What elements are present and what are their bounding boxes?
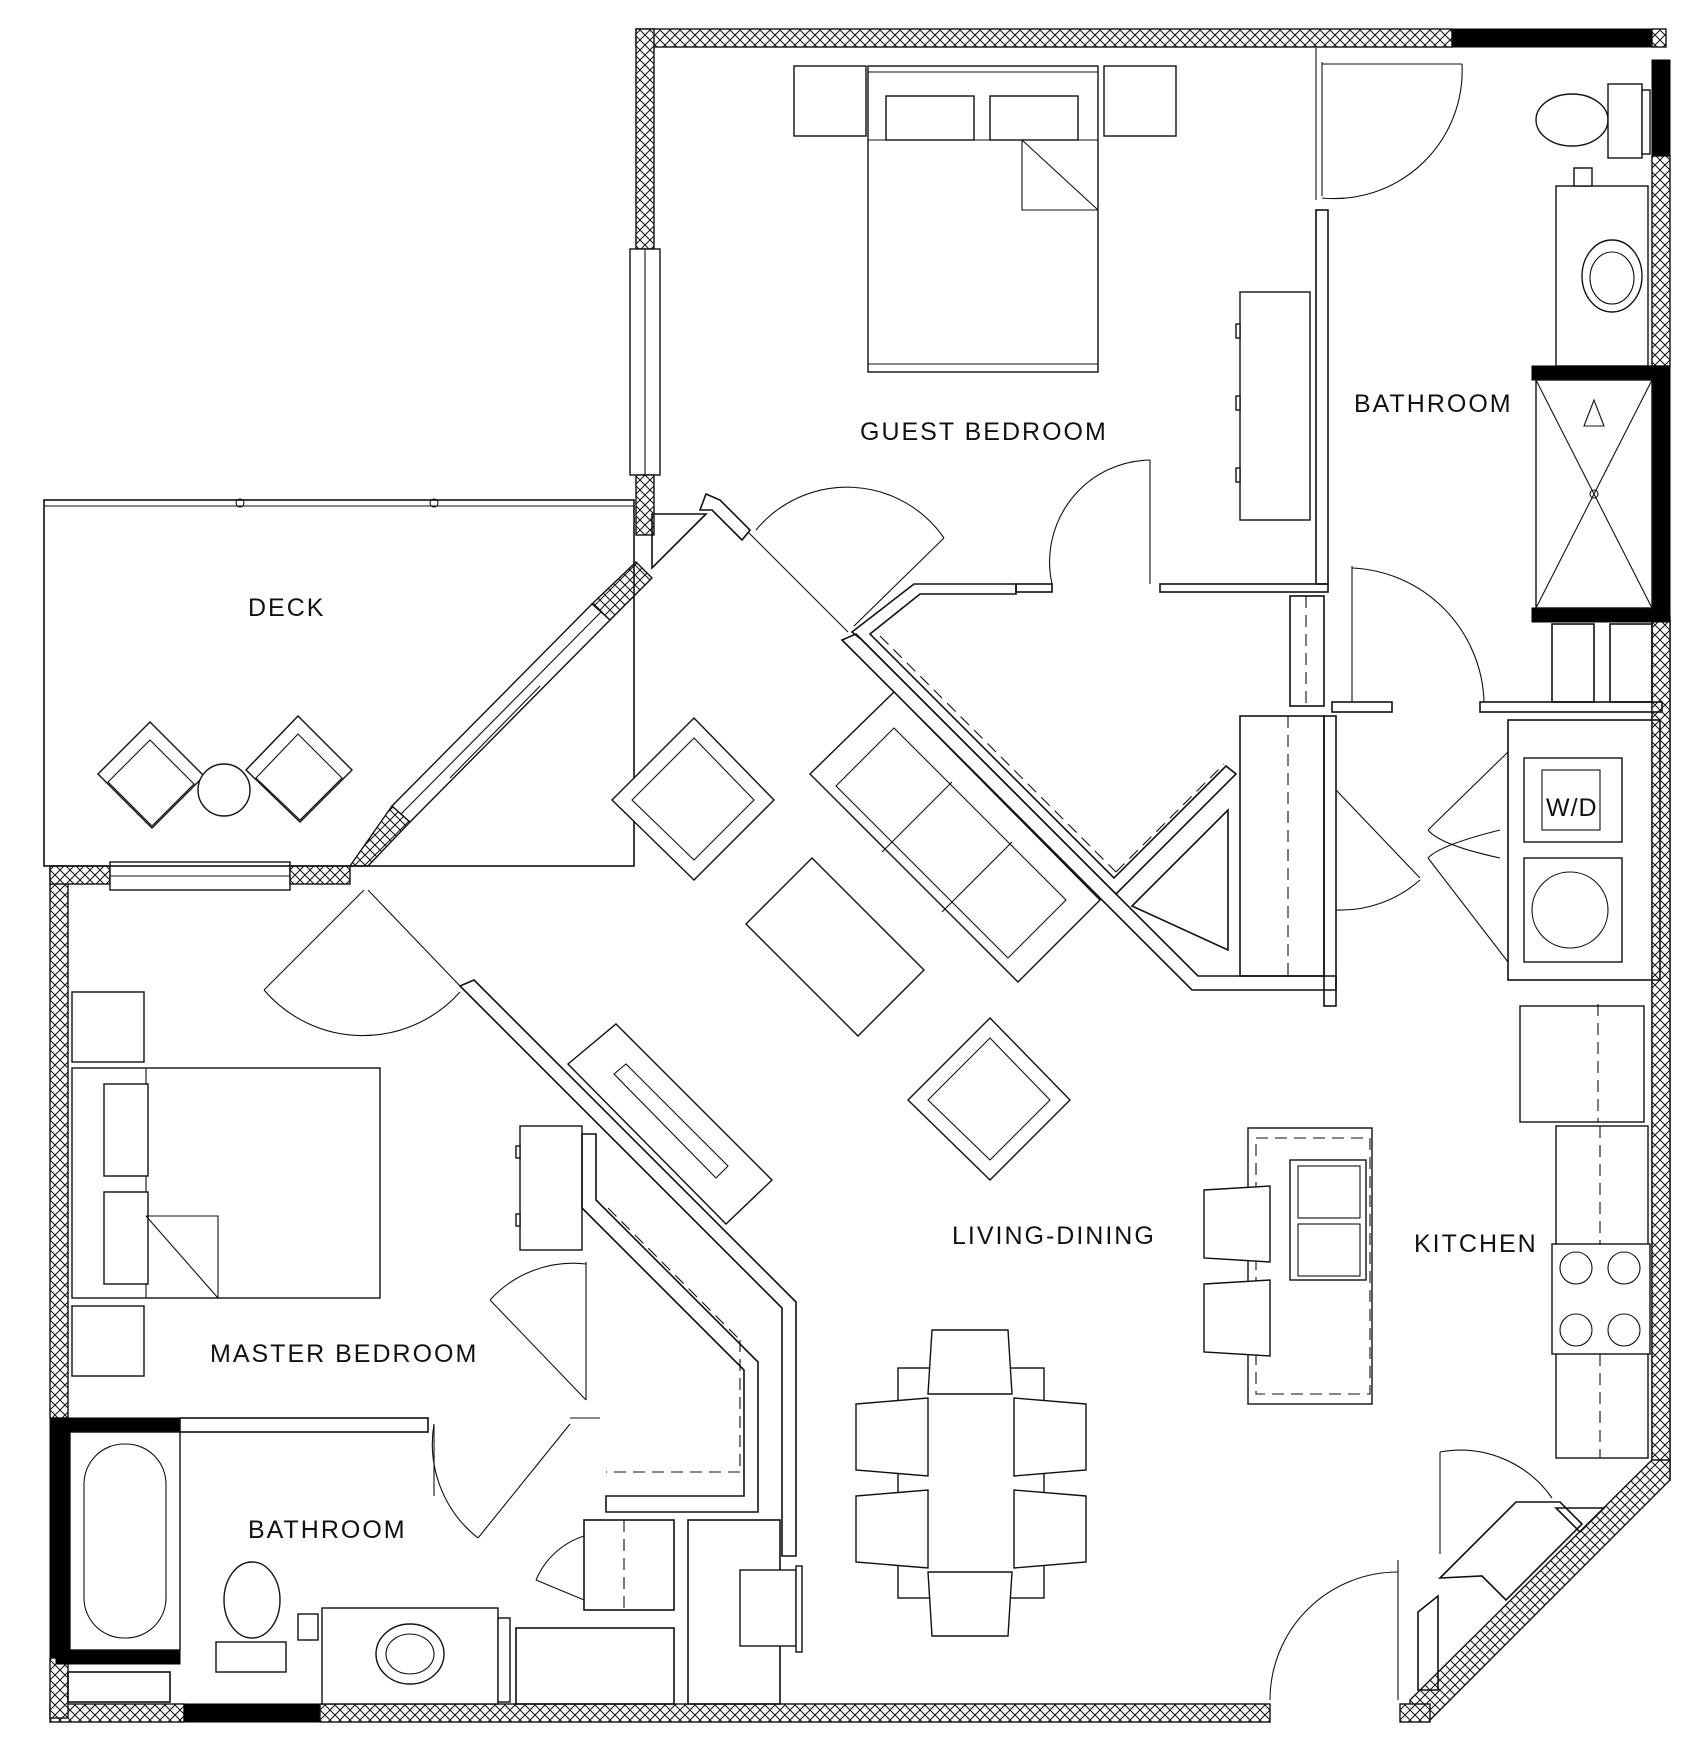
upper-bathroom [1331, 83, 1671, 713]
diagonal-interior-walls [747, 486, 1337, 991]
guest-bedroom [793, 48, 1463, 593]
exterior-walls [49, 28, 1671, 1723]
deck-chair-left [97, 721, 205, 829]
label-deck: DECK [248, 594, 325, 622]
label-living-dining: LIVING-DINING [952, 1222, 1156, 1250]
deck [43, 498, 635, 867]
armchair-bottom [907, 1017, 1071, 1181]
label-washer-dryer: W/D [1546, 794, 1598, 822]
room-labels: GUEST BEDROOM BATHROOM DECK W/D LIVING-D… [210, 390, 1598, 1544]
tv-console [566, 1023, 774, 1225]
dining-set [855, 1329, 1087, 1637]
living-furniture [566, 691, 1101, 1225]
armchair-top [611, 717, 775, 881]
label-bathroom-lower: BATHROOM [248, 1516, 407, 1544]
coffee-table [745, 857, 925, 1037]
label-kitchen: KITCHEN [1414, 1230, 1538, 1258]
master-bedroom [71, 889, 797, 1557]
kitchen [1203, 1004, 1651, 1701]
hall-closets [1130, 595, 1661, 1007]
deck-chair-right [245, 715, 353, 823]
label-guest-bedroom: GUEST BEDROOM [860, 418, 1108, 446]
lower-bathroom [55, 1417, 803, 1705]
label-bathroom-upper: BATHROOM [1354, 390, 1513, 418]
sofa [809, 691, 1101, 983]
label-master-bedroom: MASTER BEDROOM [210, 1340, 478, 1368]
deck-table [197, 763, 251, 817]
